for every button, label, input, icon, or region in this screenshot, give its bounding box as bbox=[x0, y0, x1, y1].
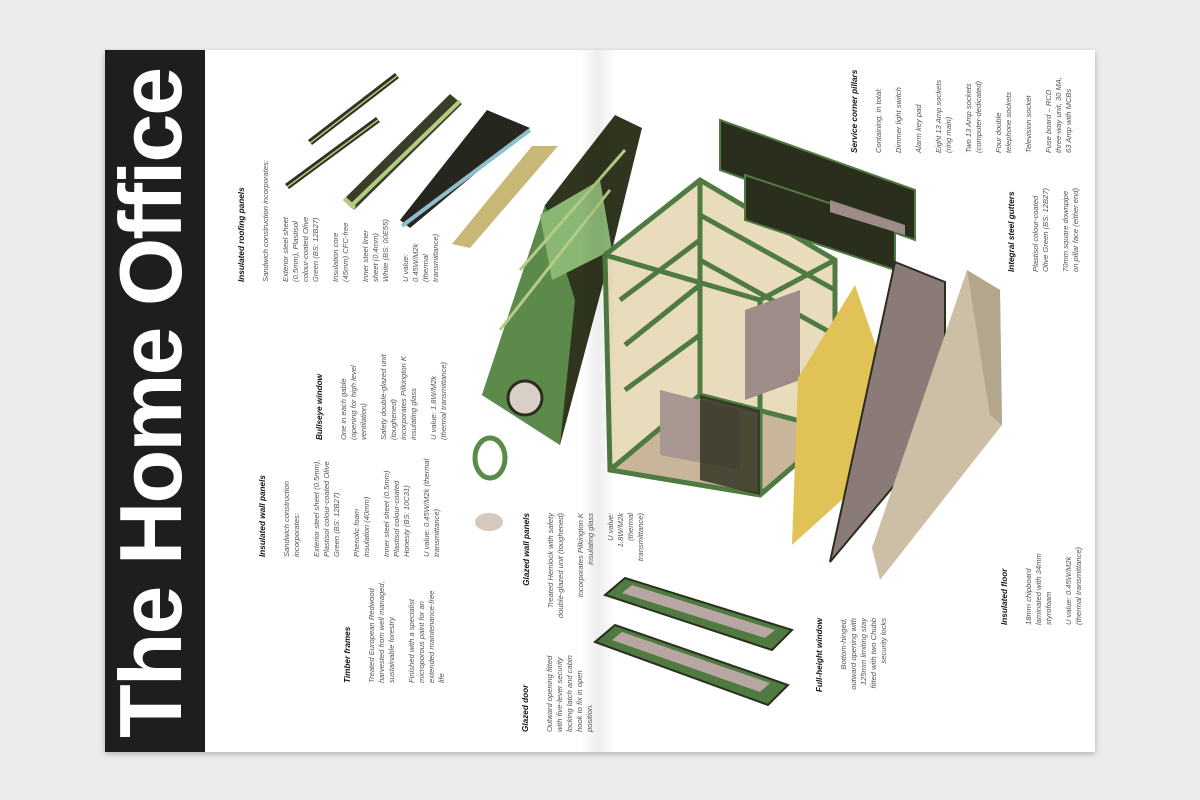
page-title: The Home Office bbox=[101, 68, 200, 738]
section-heading: Integral steel gutters bbox=[1007, 191, 1016, 272]
floor-panel-yellow bbox=[792, 285, 908, 545]
section-text: Sandwich construction incorporates: bbox=[261, 160, 270, 282]
section-text: Sandwich construction incorporates: bbox=[282, 481, 301, 557]
section-text: Exterior steel sheet (0.5mm), Plastisol … bbox=[312, 459, 341, 557]
section-text: Finished with a specialist microporous p… bbox=[407, 590, 446, 683]
section-text: 18mm chipboard laminated with 34mm styro… bbox=[1024, 553, 1053, 625]
section-text: Eight 13 Amp sockets (ring main) bbox=[934, 79, 953, 153]
section-heading: Insulated roofing panels bbox=[237, 187, 246, 282]
exterior-roof-sheet bbox=[343, 94, 462, 210]
steel-gutters-block: Integral steel gutters Plastisol colour-… bbox=[1007, 162, 1091, 272]
page-gutter bbox=[580, 50, 616, 752]
glazed-door bbox=[593, 623, 790, 707]
glazed-wall-panels-block: Glazed wall panels Treated Hemlock with … bbox=[522, 513, 656, 653]
floor-panel-base bbox=[872, 270, 1002, 580]
section-text: U value: 0.45W/M2k (thermal transmittanc… bbox=[1064, 546, 1083, 625]
roof-strip-1 bbox=[308, 73, 399, 145]
section-text: Plastisol colour-coated Olive Green (BS:… bbox=[1031, 188, 1050, 272]
roof-windows bbox=[719, 118, 916, 272]
section-text: U value: 0.45W/M2k (thermal transmittanc… bbox=[401, 233, 440, 282]
service-pillars-block: Service corner pillars Containing, in to… bbox=[850, 53, 1084, 153]
section-heading: Insulated floor bbox=[1000, 568, 1009, 625]
section-text: Fuse board – RCD three-way unit, 30 MA, … bbox=[1044, 77, 1073, 153]
section-text: Bottom-hinged, outward opening with 125m… bbox=[839, 618, 888, 690]
section-heading: Full-height window bbox=[815, 618, 824, 693]
section-heading: Glazed wall panels bbox=[522, 513, 531, 586]
bullseye-ring bbox=[472, 435, 508, 481]
section-heading: Service corner pillars bbox=[850, 69, 859, 153]
section-text: 70mm square downpipe on pillar face (eit… bbox=[1061, 188, 1080, 272]
section-text: Treated Hemlock with safety double-glaze… bbox=[546, 513, 565, 619]
section-text: U value: 1.8W/M2k (thermal transmittance… bbox=[606, 513, 645, 562]
section-text: Dimmer light switch bbox=[894, 87, 903, 153]
section-heading: Timber frames bbox=[343, 626, 352, 683]
section-text: Television socket bbox=[1024, 95, 1033, 153]
section-heading: Insulated wall panels bbox=[258, 475, 267, 557]
inner-liner-sheet bbox=[452, 146, 558, 248]
bullseye-glass bbox=[475, 513, 503, 531]
full-height-window-block: Full-height window Bottom-hinged, outwar… bbox=[815, 618, 899, 728]
roof-strip-2 bbox=[285, 117, 380, 189]
section-text: Four double telephone sockets bbox=[994, 91, 1013, 153]
section-text: Inner steel liner sheet (0.4mm) White (B… bbox=[361, 219, 390, 282]
section-text: Two 13 Amp sockets (computer-dedicated) bbox=[964, 80, 983, 153]
full-height-window bbox=[602, 576, 794, 652]
insulated-floor-block: Insulated floor 18mm chipboard laminated… bbox=[1000, 515, 1094, 625]
section-text: Insulation core (45mm) CFC-free bbox=[331, 222, 350, 283]
roof-frame bbox=[472, 115, 642, 481]
section-text: Alarm key pad bbox=[914, 104, 923, 153]
roofing-panels-block: Insulated roofing panels Sandwich constr… bbox=[237, 132, 451, 282]
insulation-core bbox=[400, 110, 532, 228]
title-band: The Home Office bbox=[101, 50, 205, 752]
rotated-page-content: The Home Office Insulated roofing panels… bbox=[101, 50, 1095, 752]
section-text: Treated European Redwood harvested from … bbox=[367, 581, 396, 683]
bullseye-window bbox=[506, 379, 544, 417]
cabin-frame bbox=[602, 176, 838, 498]
section-text: Incorporates Pilkington K insulating gla… bbox=[576, 513, 595, 598]
section-text: Containing, in total: bbox=[874, 87, 883, 153]
section-text: Exterior steel sheet (0.5mm), Plastisol … bbox=[281, 216, 320, 282]
timber-frames-block: Timber frames Treated European Redwood h… bbox=[343, 533, 457, 683]
